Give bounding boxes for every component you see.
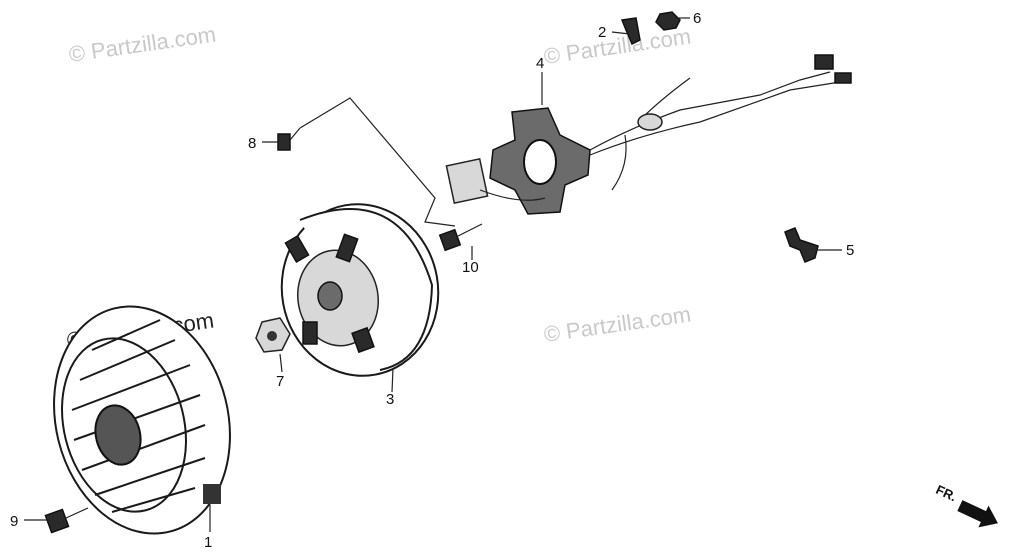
stator-part [445, 54, 852, 215]
watermark-top-center: © Partzilla.com [542, 24, 692, 69]
callout-3: 3 [386, 391, 394, 408]
assembly-guide-line [299, 97, 456, 227]
screw-8-part [277, 127, 301, 151]
watermark-top-left: © Partzilla.com [67, 22, 217, 67]
hex-nut-part [655, 11, 681, 31]
wire-clip-part [620, 17, 641, 46]
callout-6: 6 [693, 10, 701, 27]
callout-1: 1 [204, 534, 212, 551]
callout-4: 4 [536, 55, 544, 72]
bolt-10-part [438, 223, 483, 252]
leader-lines [24, 17, 842, 532]
callout-7: 7 [276, 373, 284, 390]
callout-2: 2 [598, 24, 606, 41]
flywheel-rotor-part [280, 203, 440, 377]
clamp-bracket-part [784, 227, 819, 263]
callout-9: 9 [10, 513, 18, 530]
callout-5: 5 [846, 242, 854, 259]
watermark-middle-right: © Partzilla.com [542, 302, 692, 347]
bolt-9-part [44, 507, 89, 534]
cooling-fan-part [53, 305, 231, 535]
callout-8: 8 [248, 135, 256, 152]
front-direction-indicator: FR. [934, 482, 998, 528]
arrow-right-icon [957, 500, 998, 528]
callout-10: 10 [462, 259, 479, 276]
front-direction-label: FR. [934, 482, 959, 504]
